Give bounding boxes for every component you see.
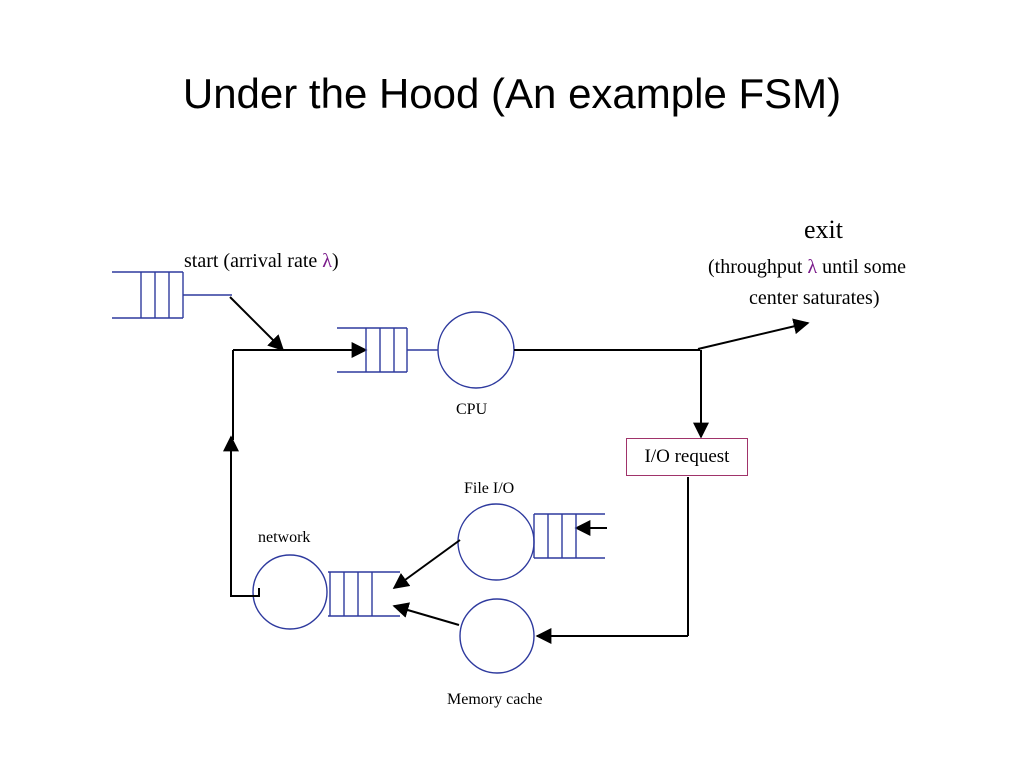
start-arrow: [229, 296, 285, 352]
exit-note-line2: center saturates): [749, 287, 880, 309]
exit-note-prefix: (throughput: [708, 256, 808, 278]
exit-label: exit: [804, 215, 843, 244]
cpu-queue: [337, 327, 438, 373]
lambda-symbol: λ: [322, 250, 332, 272]
file-io-to-network-arrow: [392, 539, 461, 589]
start-label-suffix: ): [331, 250, 339, 272]
exit-note-suffix: until some: [817, 256, 907, 278]
network-return-path: [223, 435, 260, 597]
io-request-box: I/O request: [626, 438, 748, 476]
network-server: [252, 554, 328, 630]
file-io-queue: [533, 513, 605, 559]
memory-to-network-arrow: [392, 602, 460, 626]
network-label: network: [258, 529, 311, 546]
file-io-server: [457, 503, 535, 581]
memory-cache-label: Memory cache: [447, 691, 543, 708]
exit-arrow: [697, 318, 810, 350]
file-io-label: File I/O: [464, 480, 515, 497]
cpu-label: CPU: [456, 401, 488, 418]
memory-cache-server: [459, 598, 535, 674]
start-queue: [112, 271, 232, 319]
start-label-text: start (arrival rate: [184, 250, 323, 272]
cpu-server: [437, 311, 515, 389]
exit-note-line1: (throughput λ until some: [708, 256, 906, 279]
slide-title: Under the Hood (An example FSM): [182, 70, 842, 117]
lambda-symbol-exit: λ: [807, 256, 818, 278]
start-label: start (arrival rate λ): [184, 250, 339, 273]
network-queue: [328, 571, 400, 617]
